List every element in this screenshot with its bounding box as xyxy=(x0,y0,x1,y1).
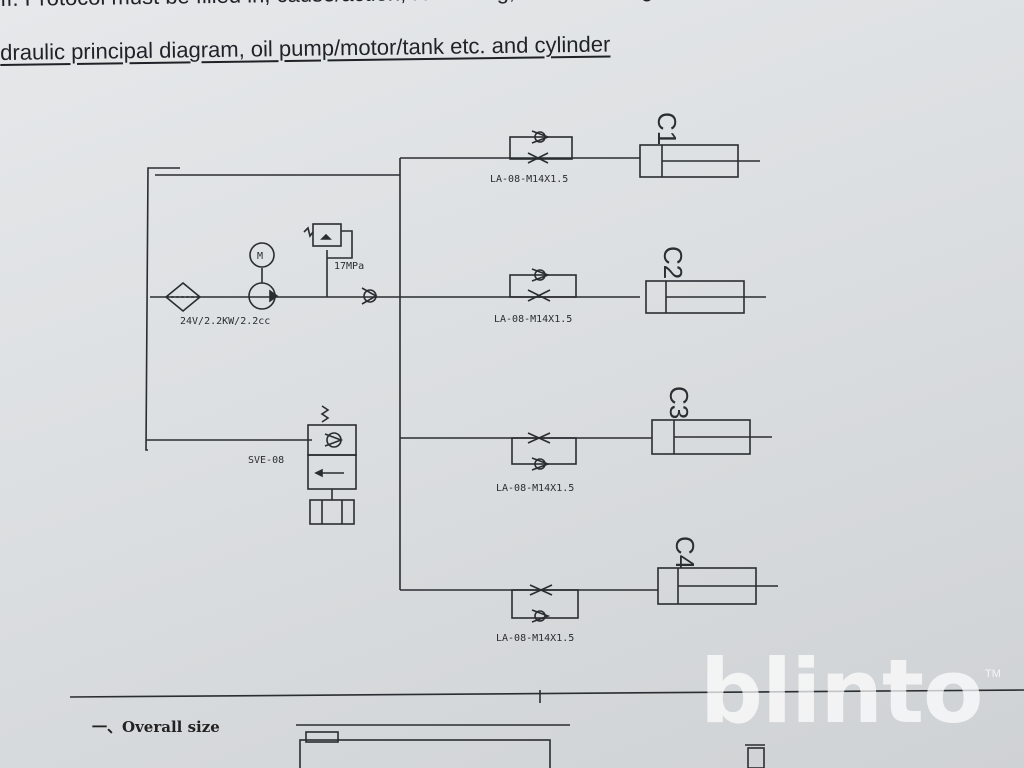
throttle-label-c1: LA-08-M14X1.5 xyxy=(490,174,568,185)
filter-icon xyxy=(164,281,202,313)
blinto-logo: blinto xyxy=(700,640,983,743)
solenoid-valve-icon xyxy=(307,405,357,525)
tank-line xyxy=(145,167,400,451)
cylinder-c2 xyxy=(645,280,766,314)
relief-valve-icon xyxy=(303,223,353,297)
overall-size-drawing xyxy=(296,724,765,768)
motor-label: M xyxy=(257,251,263,262)
throttle-label-c2: LA-08-M14X1.5 xyxy=(494,314,572,325)
motor-icon: M xyxy=(249,242,275,283)
overall-size-heading: 一、Overall size xyxy=(92,718,220,736)
throttle-valve-c4 xyxy=(511,584,579,623)
section-divider xyxy=(69,689,1024,698)
throttle-valve-c2 xyxy=(509,268,577,302)
cylinder-c3 xyxy=(651,419,772,455)
throttle-valve-c3 xyxy=(511,432,577,471)
throttle-label-c4: LA-08-M14X1.5 xyxy=(496,633,574,644)
cylinder-label-c4: C4 xyxy=(670,536,700,569)
cylinder-c1 xyxy=(639,144,760,178)
cylinder-label-c2: C2 xyxy=(658,246,688,279)
cylinder-c4 xyxy=(657,567,778,605)
cylinder-label-c1: C1 xyxy=(652,112,682,145)
trademark-mark: TM xyxy=(985,668,1001,680)
pump-icon xyxy=(248,282,279,310)
pump-spec-label: 24V/2.2KW/2.2cc xyxy=(180,316,270,327)
throttle-valve-c1 xyxy=(509,130,573,164)
cylinder-label-c3: C3 xyxy=(664,386,694,419)
solenoid-valve-label: SVE-08 xyxy=(248,455,284,466)
throttle-label-c3: LA-08-M14X1.5 xyxy=(496,483,574,494)
check-valve-icon xyxy=(361,287,378,305)
relief-pressure-label: 17MPa xyxy=(334,261,364,272)
